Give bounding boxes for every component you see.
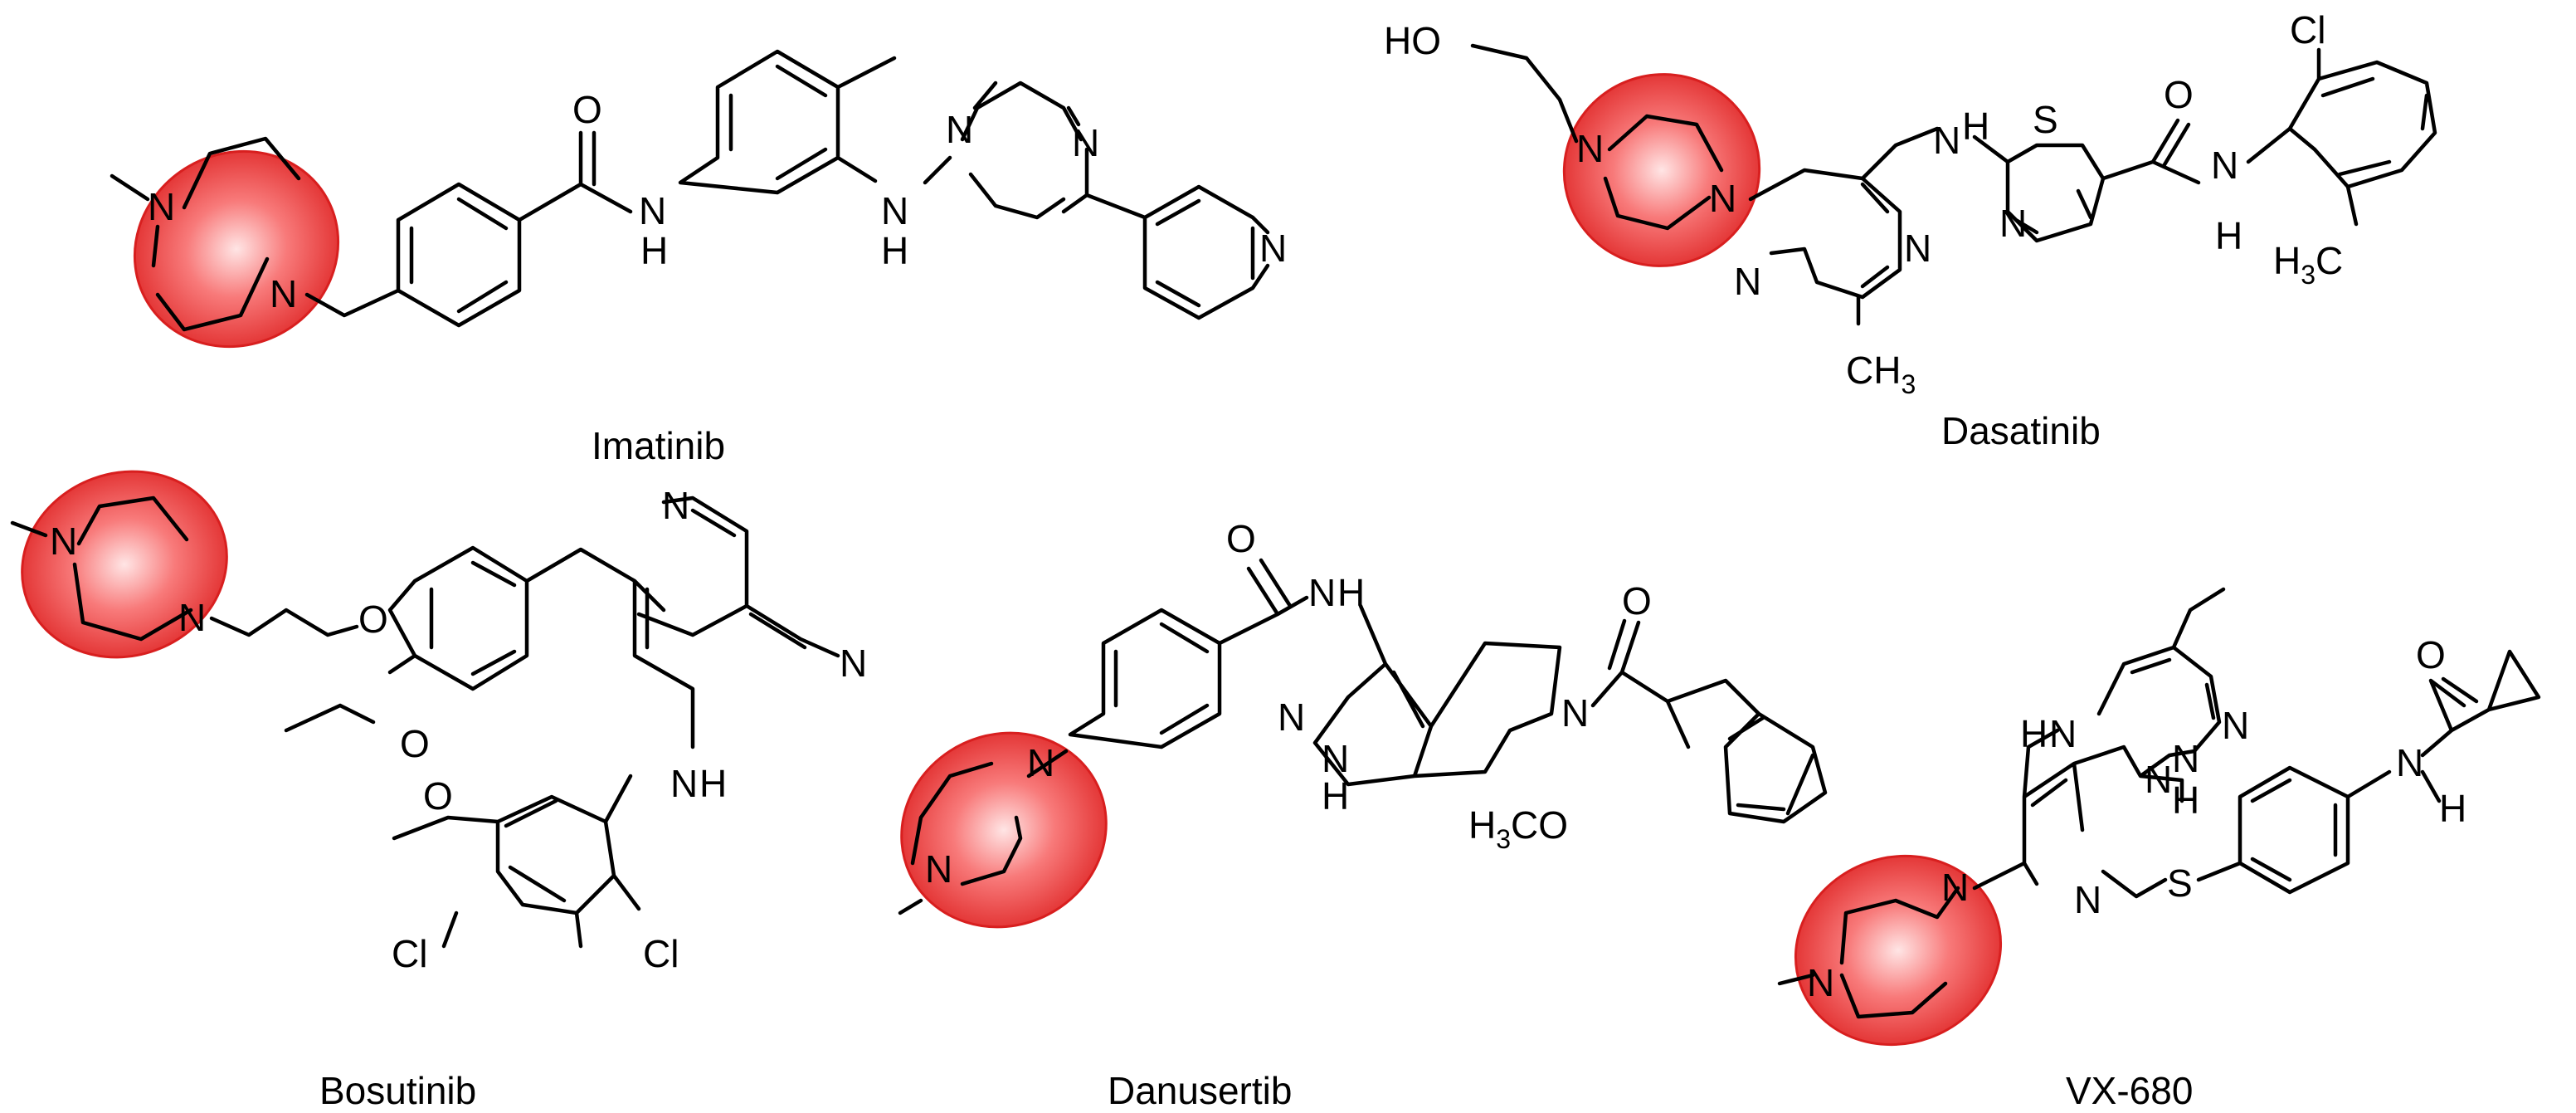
atom-pzn1: N <box>1278 696 1305 739</box>
atom-pzh: H <box>2172 779 2199 822</box>
atom-pzn2: N <box>2172 737 2199 780</box>
piperazine-highlight <box>1562 73 1761 267</box>
atom-pn2: N <box>1904 227 1931 270</box>
bond-group <box>1777 587 2541 1019</box>
atom-tn: N <box>1999 202 2027 245</box>
atom-nh: N <box>1933 119 1960 162</box>
molecule-bosutinib: N N O N O N N H O Cl Cl Bosutinib <box>10 470 867 1112</box>
atom-amh: H <box>2439 787 2466 830</box>
molecule-danusertib: O N H N N H N O H3CO N N Danusertib <box>898 517 1828 1112</box>
atom-amn: N <box>2211 144 2238 187</box>
atom-h: H <box>699 762 727 805</box>
atom-h: H <box>1962 105 1989 148</box>
caption-vx680: VX-680 <box>2066 1069 2193 1112</box>
atom-qn: N <box>662 484 689 527</box>
atom-o2: O <box>400 722 430 765</box>
atom-o: O <box>2416 633 2446 676</box>
atom-n2: N <box>178 596 206 639</box>
atom-o: O <box>2164 73 2194 116</box>
atom-o1: O <box>358 598 388 641</box>
caption-dasatinib: Dasatinib <box>1941 409 2101 452</box>
atom-h3c: H3C <box>2273 239 2343 290</box>
molecule-dasatinib: HO N N N N CH3 N H S N O N H Cl H3C Dasa… <box>1384 8 2437 452</box>
atom-pyrn: N <box>1561 691 1589 735</box>
atom-h: H <box>1337 571 1365 614</box>
atom-o1: O <box>1226 517 1256 560</box>
atom-pzn1: N <box>2222 704 2249 747</box>
atom-o: O <box>572 88 602 131</box>
atom-pn1: N <box>1734 260 1761 303</box>
atom-nh2: N <box>881 189 908 232</box>
bond-group <box>10 495 840 949</box>
atom-n1: N <box>1027 741 1054 784</box>
atom-nh: N <box>670 762 698 805</box>
atom-h2: H <box>881 229 908 272</box>
atom-pzh: H <box>1322 774 1349 818</box>
atom-cl: Cl <box>2290 8 2325 51</box>
atom-ch3: CH3 <box>1846 349 1916 399</box>
atom-pn1: N <box>946 108 973 151</box>
atom-nh: N <box>1308 571 1336 614</box>
atom-pmn1: N <box>2145 758 2172 801</box>
atom-h3co: H3CO <box>1468 803 1568 854</box>
caption-bosutinib: Bosutinib <box>319 1069 476 1112</box>
atom-n2: N <box>270 272 297 315</box>
atom-amh: H <box>2215 214 2242 257</box>
atom-nh: N <box>639 189 666 232</box>
atom-n1: N <box>50 520 77 563</box>
piperazine-highlight <box>900 731 1108 929</box>
atom-cn: N <box>840 642 867 685</box>
molecule-vx680: N N N H N N H N N S O N H VX-680 <box>1777 587 2541 1112</box>
atom-nh1: N <box>2049 712 2077 755</box>
atom-pzn2: N <box>1322 737 1349 780</box>
atom-n2: N <box>1941 866 1969 909</box>
atom-o3: O <box>423 774 453 818</box>
bond-group <box>110 49 1270 332</box>
piperazine-highlight <box>21 470 228 659</box>
atom-s: S <box>2033 98 2058 141</box>
atom-h1: H <box>640 229 668 272</box>
caption-danusertib: Danusertib <box>1108 1069 1292 1112</box>
atom-n1: N <box>148 185 175 228</box>
atom-cl2: Cl <box>643 932 679 975</box>
atom-n1: N <box>1576 127 1604 170</box>
atom-n2: N <box>925 847 952 891</box>
atom-o2: O <box>1622 579 1652 622</box>
atom-pmn2: N <box>2074 878 2101 921</box>
atom-py: N <box>1259 227 1287 270</box>
atom-amn: N <box>2396 741 2423 784</box>
atom-ho: HO <box>1384 19 1441 62</box>
atom-cl1: Cl <box>392 932 427 975</box>
atom-s: S <box>2167 862 2193 905</box>
piperazine-highlight <box>1794 854 2003 1047</box>
caption-imatinib: Imatinib <box>592 424 725 467</box>
atom-pn2: N <box>1072 121 1099 164</box>
bond-group <box>1470 43 2437 326</box>
molecule-imatinib: N N O N H N H N N N Imatinib <box>110 49 1287 467</box>
piperazine-highlight <box>133 149 340 349</box>
bond-group <box>898 558 1828 915</box>
atom-h1: H <box>2020 712 2048 755</box>
atom-n1: N <box>1807 961 1834 1004</box>
atom-n2: N <box>1709 177 1736 220</box>
